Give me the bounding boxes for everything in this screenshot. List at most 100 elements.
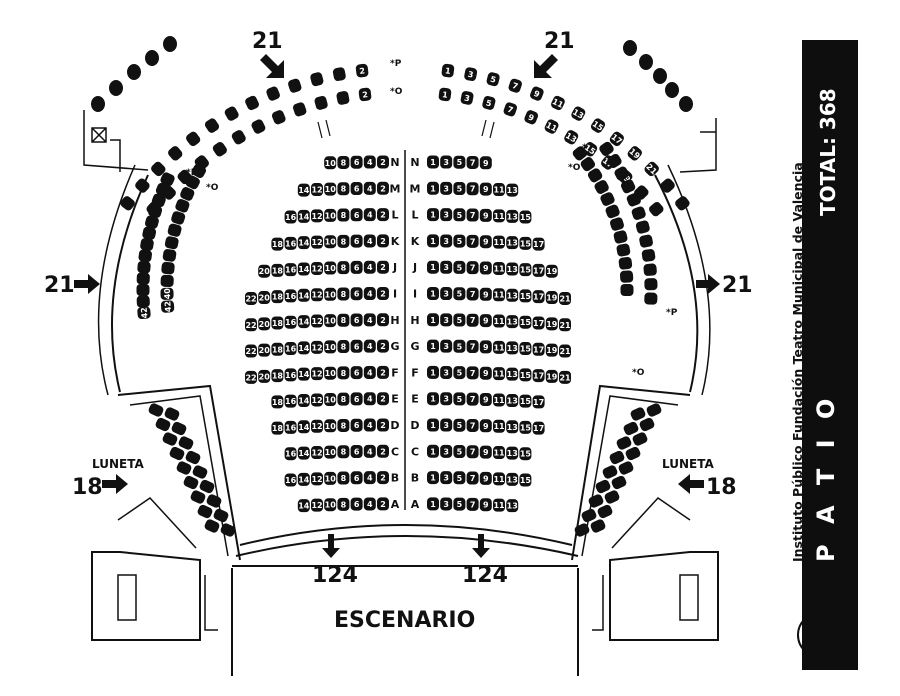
seat[interactable]: 9 (479, 340, 492, 354)
seat[interactable]: 2 (377, 181, 389, 195)
seat[interactable] (596, 504, 613, 520)
seat[interactable] (603, 489, 620, 505)
seat[interactable]: 14 (297, 472, 310, 486)
seat[interactable] (147, 402, 164, 418)
seat[interactable]: 6 (350, 234, 363, 248)
seat[interactable]: 6 (350, 497, 363, 511)
seat[interactable]: 42 (160, 300, 175, 313)
seat[interactable]: 16 (284, 315, 297, 329)
seat[interactable]: 2 (358, 87, 372, 102)
seat[interactable]: 15 (519, 236, 532, 250)
seat[interactable] (144, 215, 160, 230)
seat[interactable] (159, 171, 176, 187)
seat[interactable] (639, 54, 653, 70)
seat[interactable] (182, 475, 199, 491)
seat[interactable]: 10 (324, 261, 337, 275)
seat[interactable]: 1 (427, 471, 439, 485)
seat[interactable] (151, 193, 167, 209)
seat[interactable] (643, 263, 657, 276)
seat[interactable] (336, 90, 350, 105)
seat[interactable]: 17 (532, 395, 545, 409)
seat[interactable] (163, 36, 177, 52)
seat[interactable] (586, 167, 603, 184)
seat[interactable]: 3 (440, 155, 453, 169)
seat[interactable]: 3 (464, 67, 478, 82)
seat[interactable] (161, 261, 175, 275)
seat[interactable] (184, 174, 201, 191)
seat[interactable]: 5 (453, 418, 466, 432)
seat[interactable]: 18 (271, 316, 284, 330)
seat[interactable]: 15 (519, 289, 532, 303)
seat[interactable]: 10 (324, 314, 337, 328)
seat[interactable] (211, 140, 228, 158)
seat[interactable] (184, 450, 201, 466)
seat[interactable] (145, 50, 159, 66)
seat[interactable]: 3 (440, 339, 453, 353)
seat[interactable]: 17 (608, 130, 625, 148)
seat[interactable]: 2 (377, 444, 389, 458)
seat[interactable]: 17 (532, 290, 545, 304)
seat[interactable] (644, 292, 658, 305)
seat[interactable]: 9 (479, 392, 492, 406)
seat[interactable]: 11 (493, 367, 505, 381)
seat[interactable]: 3 (440, 287, 453, 301)
seat[interactable]: 18 (271, 395, 284, 409)
seat[interactable]: 13 (506, 341, 519, 355)
seat[interactable]: 2 (377, 234, 389, 248)
seat[interactable]: 1 (427, 392, 439, 406)
seat[interactable]: 16 (284, 342, 297, 356)
seat[interactable] (594, 479, 611, 495)
seat[interactable]: 16 (284, 447, 297, 461)
seat[interactable]: 5 (453, 155, 466, 169)
seat[interactable]: 19 (545, 317, 558, 331)
seat[interactable]: 2 (377, 287, 389, 300)
seat[interactable]: 9 (479, 287, 492, 301)
seat[interactable]: 3 (440, 181, 453, 195)
seat[interactable]: 4 (363, 418, 376, 432)
seat[interactable]: 15 (519, 394, 532, 408)
seat[interactable] (635, 220, 651, 235)
seat[interactable]: 11 (493, 419, 505, 433)
seat[interactable] (265, 85, 281, 102)
seat[interactable]: 6 (350, 366, 363, 380)
seat[interactable]: 8 (337, 392, 350, 406)
seat[interactable] (653, 68, 667, 84)
seat[interactable]: 13 (563, 129, 580, 146)
seat[interactable] (601, 464, 618, 480)
seat[interactable]: 8 (337, 340, 350, 354)
seat[interactable]: 12 (311, 472, 323, 486)
seat[interactable]: 13 (506, 262, 519, 276)
seat[interactable] (119, 195, 137, 212)
seat[interactable]: 4 (363, 208, 376, 222)
seat[interactable]: 5 (453, 234, 466, 248)
seat[interactable]: 15 (519, 342, 532, 356)
seat[interactable] (170, 421, 187, 437)
seat[interactable] (127, 64, 141, 80)
seat[interactable]: 14 (297, 315, 310, 329)
seat[interactable] (140, 237, 155, 251)
seat[interactable]: 16 (284, 236, 297, 250)
seat[interactable]: 16 (284, 473, 297, 487)
seat[interactable]: 5 (453, 287, 466, 301)
seat[interactable] (212, 508, 229, 524)
seat[interactable]: 5 (453, 208, 466, 222)
seat[interactable] (599, 191, 616, 207)
seat[interactable] (250, 118, 267, 135)
seat[interactable] (170, 210, 186, 225)
seat[interactable]: 12 (311, 261, 323, 275)
seat[interactable]: 11 (493, 235, 505, 249)
seat[interactable]: 15 (519, 315, 532, 329)
seat[interactable]: 4 (363, 392, 376, 406)
seat[interactable]: 10 (324, 235, 337, 249)
seat[interactable] (332, 67, 346, 82)
seat[interactable] (154, 417, 171, 433)
seat[interactable]: 13 (506, 420, 519, 434)
seat[interactable]: 12 (311, 183, 323, 197)
seat[interactable]: 2 (377, 260, 389, 274)
seat[interactable]: 9 (479, 235, 492, 249)
seat[interactable]: 20 (258, 343, 271, 357)
seat[interactable]: 13 (506, 183, 519, 197)
seat[interactable] (309, 71, 324, 87)
seat[interactable] (573, 522, 590, 538)
seat[interactable] (160, 274, 174, 288)
